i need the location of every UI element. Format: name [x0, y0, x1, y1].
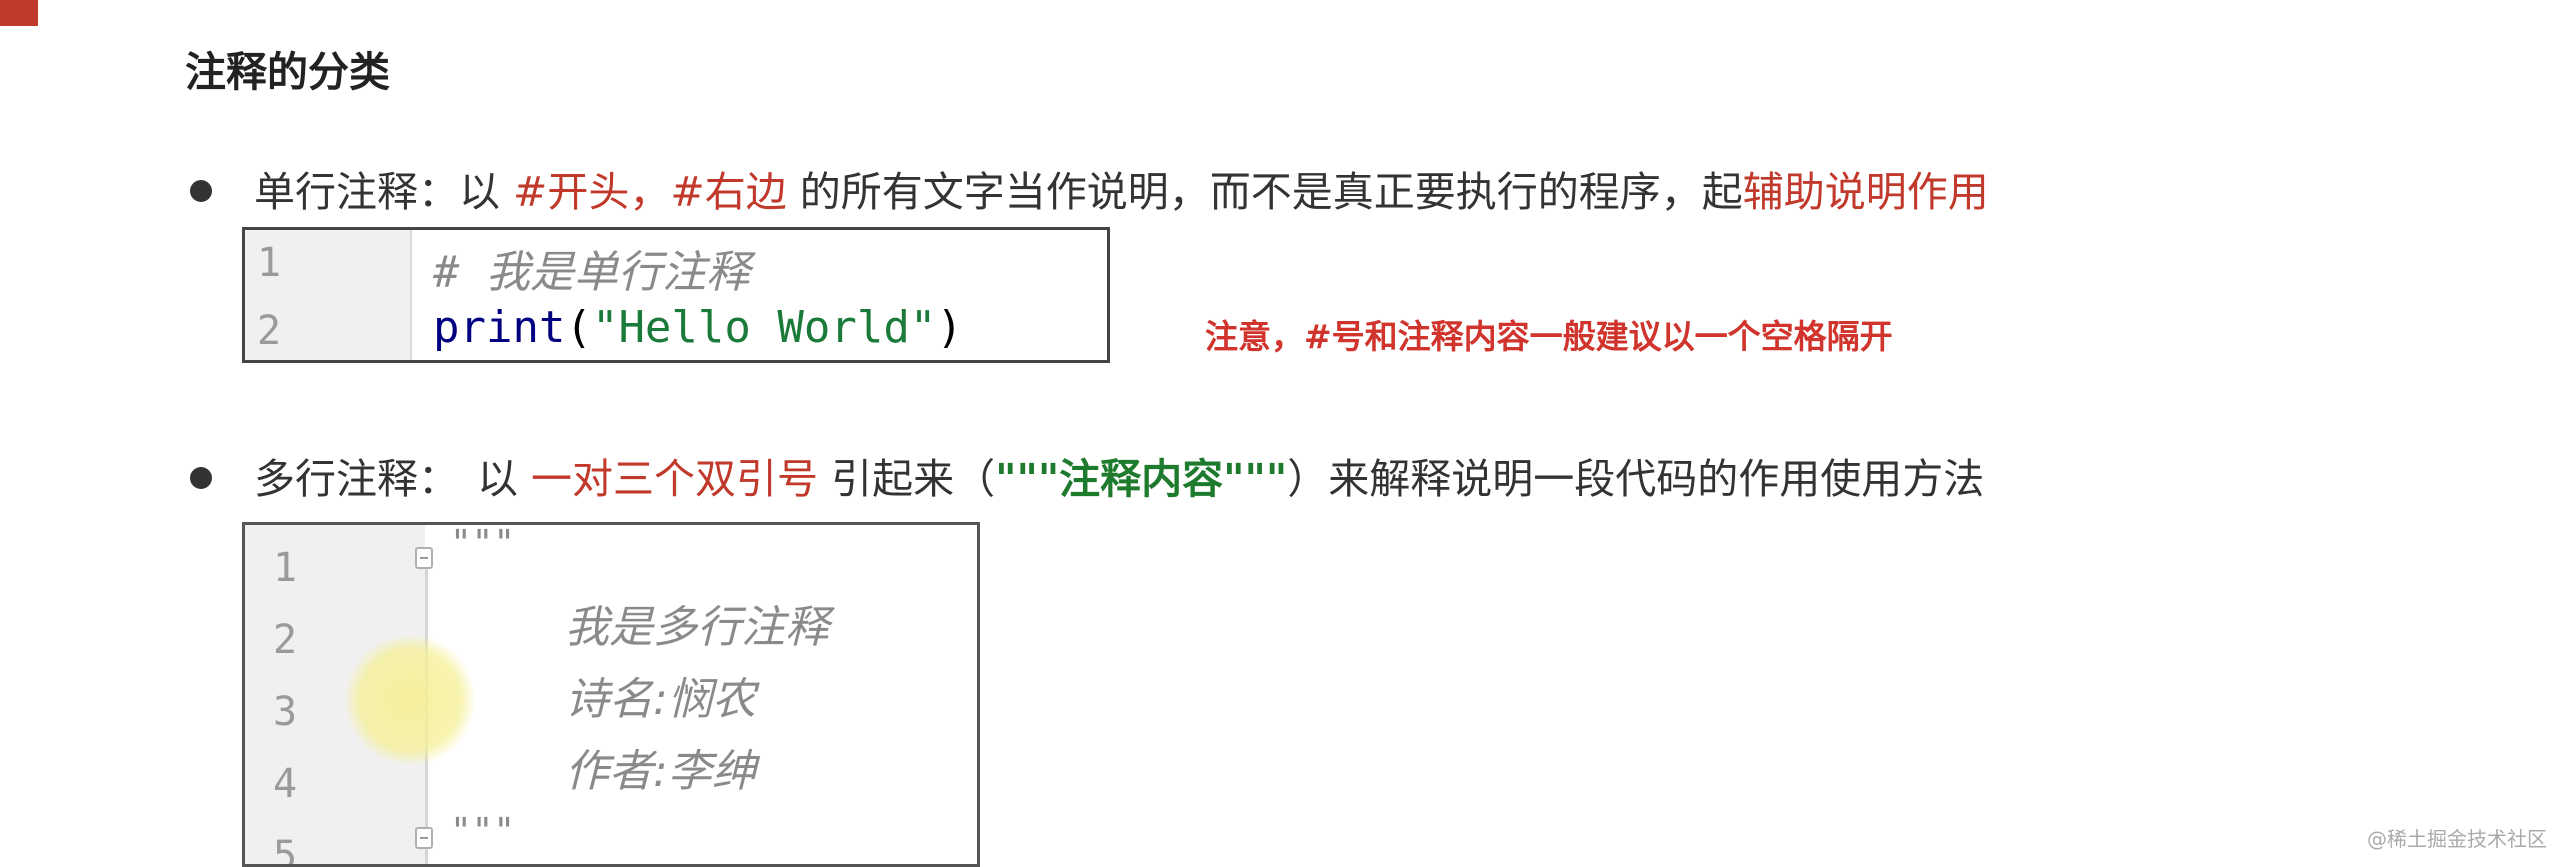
code-string: "Hello World": [591, 302, 937, 353]
docstring-close-quotes: """: [450, 811, 516, 852]
code-print-line: print("Hello World"): [433, 302, 963, 353]
code-comment-line: # 我是单行注释: [433, 247, 750, 298]
bullet2-highlight-quotes: 一对三个双引号: [531, 455, 819, 503]
fold-collapse-icon[interactable]: [415, 827, 433, 849]
code-keyword-print: print: [433, 302, 566, 353]
fold-guide-line: [425, 553, 428, 864]
line-number: 2: [257, 308, 282, 354]
fold-collapse-icon[interactable]: [415, 547, 433, 569]
code-paren-close: ): [936, 302, 963, 353]
bullet1-highlight-purpose: 辅助说明作用: [1742, 168, 1989, 216]
bullet2-text-3: 引起来（: [818, 455, 996, 503]
bullet2-highlight-example: """注释内容""": [995, 455, 1288, 503]
bullet2-text-1: 多行注释：: [254, 455, 459, 503]
line-number: 4: [273, 761, 298, 807]
bullet1-text-1: 单行注释：以: [254, 168, 514, 216]
line-number: 3: [273, 689, 298, 735]
bullet-icon: [190, 467, 212, 489]
docstring-line: 作者:李绅: [565, 746, 756, 797]
page-title: 注释的分类: [185, 48, 390, 96]
bullet-multi-line-comment: 多行注释： 以 一对三个双引号 引起来（"""注释内容"""）来解释说明一段代码的…: [190, 445, 1984, 505]
bullet1-highlight-hash: #开头，#右边: [513, 168, 787, 216]
bullet2-text-4: ）来解释说明一段代码的作用使用方法: [1287, 455, 1985, 503]
bullet2-text-2: 以: [477, 455, 532, 503]
line-number: 1: [273, 545, 298, 591]
docstring-line: 我是多行注释: [565, 602, 829, 653]
line-number: 5: [273, 833, 298, 867]
spacing-note: 注意，#号和注释内容一般建议以一个空格隔开: [1205, 317, 1893, 356]
multi-line-code-block: 1 2 3 4 5 """ 我是多行注释 诗名:悯农 作者:李绅 """: [242, 522, 980, 867]
line-number: 1: [257, 240, 282, 286]
watermark: @稀土掘金技术社区: [2367, 827, 2547, 851]
corner-marker: [0, 0, 38, 26]
bullet-icon: [190, 180, 212, 202]
docstring-line: 诗名:悯农: [565, 674, 756, 725]
line-number: 2: [273, 617, 298, 663]
docstring-open-quotes: """: [450, 523, 516, 564]
line-number-gutter: [245, 525, 425, 864]
single-line-code-block: 1 2 # 我是单行注释 print("Hello World"): [242, 227, 1110, 363]
code-paren-open: (: [565, 302, 592, 353]
line-number-gutter: [245, 230, 412, 360]
bullet1-text-2: 的所有文字当作说明，而不是真正要执行的程序，起: [786, 168, 1743, 216]
bullet-single-line-comment: 单行注释：以 #开头，#右边 的所有文字当作说明，而不是真正要执行的程序，起辅助…: [190, 158, 1989, 218]
